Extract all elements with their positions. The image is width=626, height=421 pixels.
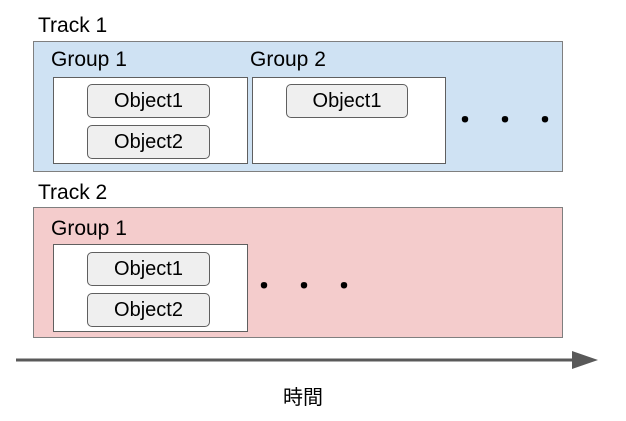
track-2-group-1-object-1: Object1: [87, 252, 210, 286]
track-2-group-1-label: Group 1: [51, 217, 127, 240]
track-1-group-2-object-1: Object1: [286, 84, 408, 118]
track-2-group-1-object-2: Object2: [87, 293, 210, 327]
track-1-label: Track 1: [38, 14, 108, 37]
time-axis-label: 時間: [283, 385, 323, 409]
track-1-ellipsis: ・・・: [452, 105, 573, 135]
time-axis-arrowhead: [572, 351, 598, 369]
track-1-group-1-label: Group 1: [51, 48, 127, 71]
track-2-ellipsis: ・・・: [251, 271, 372, 301]
track-1-group-1-object-1: Object1: [87, 84, 210, 118]
track-2-label: Track 2: [38, 181, 108, 204]
track-1-group-1-object-2: Object2: [87, 125, 210, 159]
track-1-group-2-label: Group 2: [250, 48, 326, 71]
